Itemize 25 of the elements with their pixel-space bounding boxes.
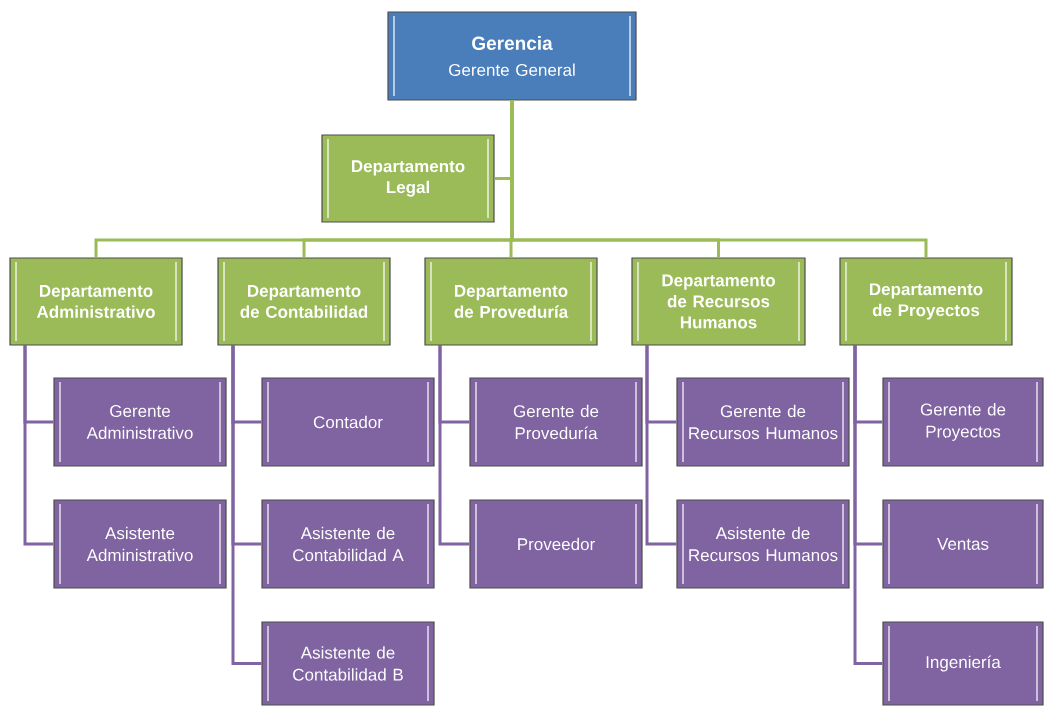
position-box: Contador <box>261 377 435 467</box>
position-box: Asistente Administrativo <box>53 499 227 589</box>
department-box: Departamento de Contabilidad <box>217 257 391 346</box>
position-box: Proveedor <box>469 499 643 589</box>
position-box: Gerente Administrativo <box>53 377 227 467</box>
connector-line <box>231 345 262 665</box>
department-box: Departamento Administrativo <box>9 257 183 346</box>
position-box: Gerente de Proyectos <box>882 377 1044 467</box>
connector-line <box>853 345 883 665</box>
department-box: Departamento de Proveduría <box>424 257 598 346</box>
position-box: Ingeniería <box>882 621 1044 706</box>
position-box: Ventas <box>882 499 1044 589</box>
connector-line <box>510 100 928 258</box>
department-box: Departamento de Recursos Humanos <box>631 257 806 346</box>
position-box: Asistente de Recursos Humanos <box>676 499 850 589</box>
connector-line <box>645 345 677 546</box>
connector-line <box>438 345 470 546</box>
management-box: Gerencia Gerente General <box>387 11 637 101</box>
position-box: Gerente de Proveduría <box>469 377 643 467</box>
position-box: Gerente de Recursos Humanos <box>676 377 850 467</box>
connector-line <box>23 345 54 546</box>
department-box: Departamento de Proyectos <box>839 257 1013 346</box>
position-box: Asistente de Contabilidad B <box>261 621 435 706</box>
department-box: Departamento Legal <box>321 134 495 223</box>
position-box: Asistente de Contabilidad A <box>261 499 435 589</box>
